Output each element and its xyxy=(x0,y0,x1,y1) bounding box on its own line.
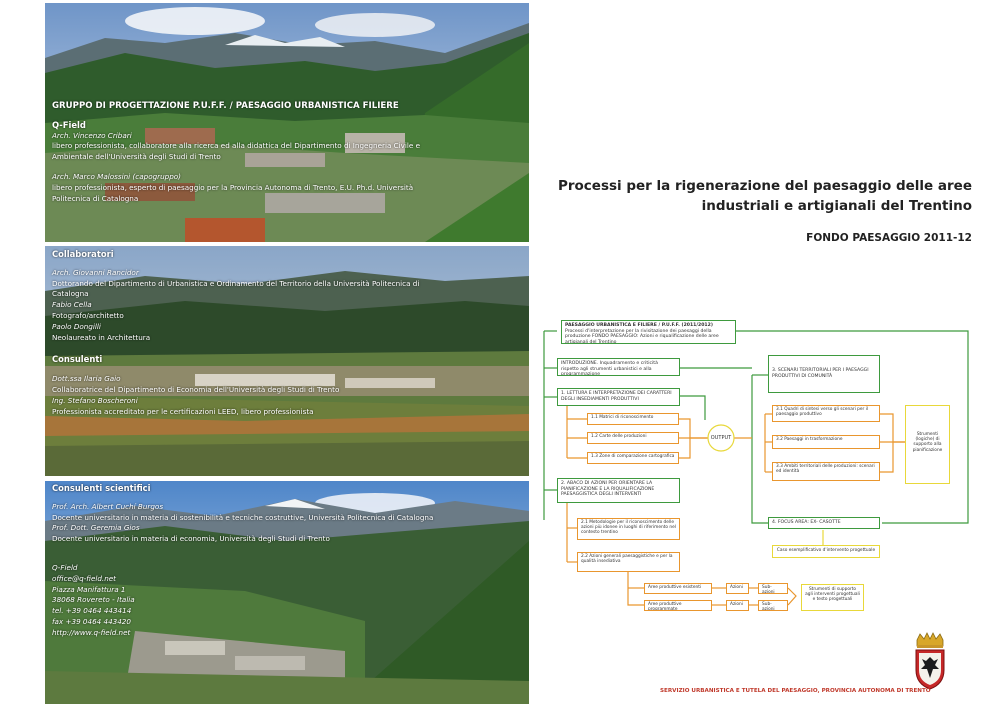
collaborator-desc: Dottorando del Dipartimento di Urbanisti… xyxy=(52,278,420,288)
collaborator-desc: Fotografo/architetto xyxy=(52,310,124,320)
scientific-heading: Consulenti scientifici xyxy=(52,483,151,493)
photo-industrial-area xyxy=(45,246,529,476)
collaborator-name: Fabio Cella xyxy=(52,300,92,310)
flow-aree-programmate: Aree produttive programmate xyxy=(644,600,712,611)
flow-top-box: PAESAGGIO URBANISTICA E FILIERE / P.U.F.… xyxy=(561,320,736,344)
flow-azioni-1: Azioni xyxy=(726,583,749,594)
flow-step1-box: 1. LETTURA E INTERPRETAZIONE DEI CARATTE… xyxy=(557,388,680,406)
consultant-name: Ing. Stefano Boscheroni xyxy=(52,395,138,405)
collaborator-name: Paolo Dongilli xyxy=(52,321,101,331)
contact-line: Piazza Manifattura 1 xyxy=(52,584,126,594)
scientist-name: Prof. Arch. Albert Cuchí Burgos xyxy=(52,501,164,511)
member-desc: Politecnica di Catalogna xyxy=(52,193,139,203)
flow-step4-box: 4. FOCUS AREA: EX- CASOTTE xyxy=(768,517,880,529)
flow-subazioni-1: Sub-azioni xyxy=(758,583,788,594)
scientist-name: Prof. Dott. Geremia Gios xyxy=(52,523,140,533)
flow-step-1-1: 1.1 Matrici di riconoscimento xyxy=(587,413,679,425)
collaborator-desc: Catalogna xyxy=(52,289,89,299)
flow-step-3-1: 3.1 Quadri di sintesi verso gli scenari … xyxy=(772,405,880,422)
flow-step-3-3: 3.3 Ambiti territoriali delle produzioni… xyxy=(772,462,880,481)
member-desc: libero professionista, esperto di paesag… xyxy=(52,182,414,192)
collaborator-desc: Neolaureato in Architettura xyxy=(52,332,151,342)
member-name: Arch. Marco Malossini (capogruppo) xyxy=(52,171,181,181)
footer-credit: SERVIZIO URBANISTICA E TUTELA DEL PAESAG… xyxy=(660,688,931,694)
photo-alpine-valley xyxy=(45,481,529,704)
title-line-1: Processi per la rigenerazione del paesag… xyxy=(557,178,972,194)
contact-line: 38068 Rovereto - Italia xyxy=(52,595,135,605)
flow-caso-box: Caso esemplificativo d'intervento proget… xyxy=(772,545,880,558)
flow-step2-box: 2. ABACO DI AZIONI PER ORIENTARE LA PIAN… xyxy=(557,478,680,503)
scientific-text-block: Consulenti scientifici Prof. Arch. Alber… xyxy=(52,483,433,639)
collaborators-heading: Collaboratori xyxy=(52,249,114,259)
flow-step-1-2: 1.2 Carte delle produzioni xyxy=(587,432,679,444)
flow-intro-box: INTRODUZIONE. Inquadramento e criticità … xyxy=(557,358,680,376)
contact-email[interactable]: office@q-field.net xyxy=(52,573,117,583)
scientist-desc: Docente universitario in materia di sost… xyxy=(52,512,434,522)
member-name: Arch. Vincenzo Cribari xyxy=(52,130,132,140)
page-title: Processi per la rigenerazione del paesag… xyxy=(558,176,972,216)
member-desc: libero professionista, collaboratore all… xyxy=(52,141,421,151)
team-text-block: GRUPPO DI PROGETTAZIONE P.U.F.F. / PAESA… xyxy=(52,101,420,204)
flow-aree-esistenti: Aree produttive esistenti xyxy=(644,583,712,594)
flow-top-title: PAESAGGIO URBANISTICA E FILIERE / P.U.F.… xyxy=(565,323,713,328)
flow-subazioni-2: Sub-azioni xyxy=(758,600,788,611)
scientist-desc: Docente universitario in materia di econ… xyxy=(52,534,330,544)
flow-top-desc: Processi d'interpretazione per la rivisi… xyxy=(565,328,719,344)
contact-line: Q-Field xyxy=(52,562,78,572)
consultant-desc: Professionista accreditato per le certif… xyxy=(52,406,314,416)
contact-line: tel. +39 0464 443414 xyxy=(52,606,132,616)
consultant-name: Dott.ssa Ilaria Gaio xyxy=(52,374,121,384)
consultants-heading: Consulenti xyxy=(52,354,103,365)
photo-valley-village xyxy=(45,3,529,242)
qfield-label: Q-Field xyxy=(52,119,86,130)
flow-step3-box: 3. SCENARI TERRITORIALI PER I PAESAGGI P… xyxy=(768,355,880,393)
consultant-desc: Collaboratrice del Dipartimento di Econo… xyxy=(52,384,340,394)
fund-label: FONDO PAESAGGIO 2011-12 xyxy=(806,232,972,244)
collaborator-name: Arch. Giovanni Rancidor xyxy=(52,267,139,277)
flow-output-label: OUTPUT xyxy=(710,435,732,441)
trentino-coat-of-arms-icon xyxy=(915,632,945,690)
flow-step-1-3: 1.3 Zone di comparazione cartografica xyxy=(587,452,679,464)
collaborators-text-block: Collaboratori Arch. Giovanni Rancidor Do… xyxy=(52,249,419,417)
flow-step-2-2: 2.2 Azioni generali paesaggistiche e per… xyxy=(577,552,680,572)
team-heading: GRUPPO DI PROGETTAZIONE P.U.F.F. / PAESA… xyxy=(52,101,399,111)
flow-strumenti-right: Strumenti (logiche) di supporto alla pia… xyxy=(905,405,950,484)
contact-line: fax +39 0464 443420 xyxy=(52,616,131,626)
contact-website[interactable]: http://www.q-field.net xyxy=(52,627,131,637)
title-line-2: industriali e artigianali del Trentino xyxy=(701,198,972,214)
flow-step-2-1: 2.1 Metodologie per il riconoscimento de… xyxy=(577,518,680,540)
flow-step-3-2: 3.2 Paesaggi in trasformazione xyxy=(772,435,880,449)
flow-azioni-2: Azioni xyxy=(726,600,749,611)
member-desc: Ambientale dell'Università degli Studi d… xyxy=(52,152,221,162)
flow-strumenti-bottom: Strumenti di supporto agli interventi pr… xyxy=(801,584,864,611)
